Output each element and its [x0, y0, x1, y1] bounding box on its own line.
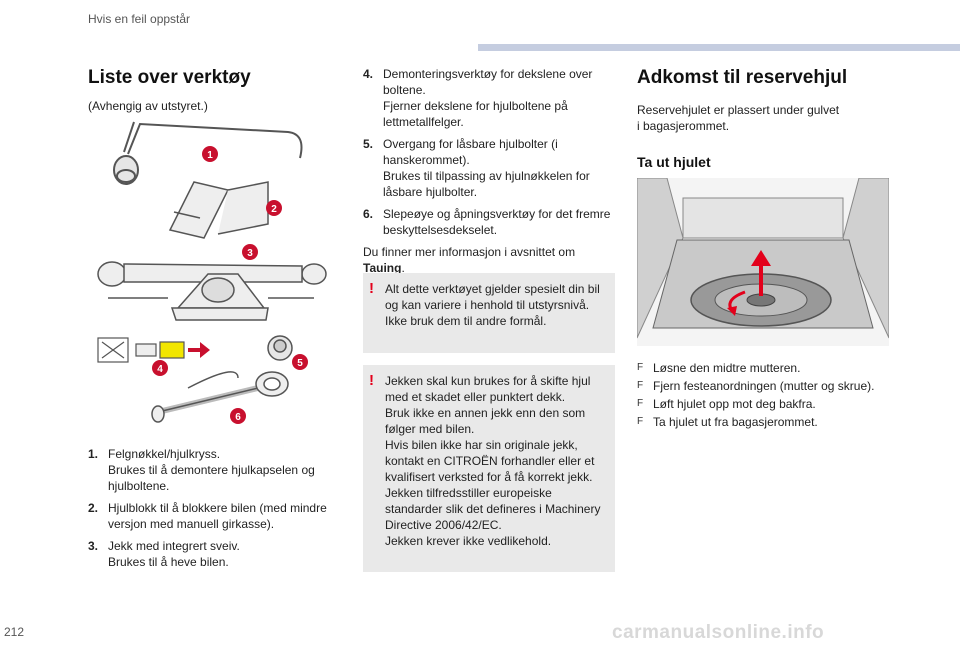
list-item: 4.Demonteringsverktøy for dekslene over … [363, 67, 593, 129]
callout-5: 5 [292, 354, 308, 370]
warning-icon: ! [369, 372, 374, 389]
right-column: Adkomst til reservehjul Reservehjulet er… [637, 66, 887, 170]
list-item: 3.Jekk med integrert sveiv. Brukes til å… [88, 539, 240, 569]
tools-title: Liste over verktøy [88, 67, 251, 88]
svg-text:3: 3 [247, 248, 253, 259]
warning-text: Jekken skal kun brukes for å skifte hjul… [385, 374, 601, 548]
header-bar [478, 44, 960, 51]
warning-box-jack: ! Jekken skal kun brukes for å skifte hj… [363, 365, 615, 572]
trunk-illustration [637, 178, 889, 346]
wheel-wrench-image [113, 121, 303, 185]
svg-text:4: 4 [157, 364, 163, 375]
warning-icon: ! [369, 280, 374, 297]
svg-text:5: 5 [297, 358, 303, 369]
info-paragraph: Du finner mer informasjon i avsnittet om… [363, 245, 576, 275]
callout-1: 1 [202, 146, 218, 162]
list-item: 1.Felgnøkkel/hjulkryss. Brukes til å dem… [88, 447, 315, 493]
spare-wheel-intro: Reservehjulet er plassert under gulvet i… [637, 103, 840, 133]
footer-watermark: carmanualsonline.info [612, 622, 825, 643]
cap-remover-image [97, 337, 210, 363]
callout-3: 3 [242, 244, 258, 260]
page-number: 212 [4, 625, 25, 639]
svg-text:2: 2 [271, 204, 277, 215]
callout-6: 6 [230, 408, 246, 424]
lock-adapter-image [267, 335, 293, 361]
svg-text:1: 1 [207, 150, 213, 161]
wheel-chock-image [168, 181, 269, 239]
callout-2: 2 [266, 200, 282, 216]
left-column: Liste over verktøy (Avhengig av utstyret… [88, 66, 338, 114]
remove-wheel-title: Ta ut hjulet [637, 154, 711, 170]
towing-link[interactable]: Tauing [363, 261, 402, 275]
list-item: 2.Hjulblokk til å blokkere bilen (med mi… [88, 501, 327, 531]
list-item: 5.Overgang for låsbare hjulbolter (i han… [363, 137, 590, 199]
tools-illustration: 1 2 3 4 5 6 [97, 121, 327, 424]
tools-subtitle: (Avhengig av utstyret.) [88, 99, 208, 113]
section-header: Hvis en feil oppstår [88, 12, 191, 26]
callout-4: 4 [152, 360, 168, 376]
warning-box-tools: ! Alt dette verktøyet gjelder spesielt d… [363, 273, 615, 353]
tool-list-left: 1.Felgnøkkel/hjulkryss. Brukes til å dem… [88, 446, 338, 576]
warning-text: Alt dette verktøyet gjelder spesielt din… [385, 282, 600, 328]
svg-text:6: 6 [235, 412, 241, 423]
towing-eye-image [151, 371, 289, 423]
list-item: 6.Slepeøye og åpningsverktøy for det fre… [363, 207, 611, 237]
jack-image [97, 261, 327, 321]
spare-wheel-title: Adkomst til reservehjul [637, 67, 848, 88]
middle-column: 4.Demonteringsverktøy for dekslene over … [363, 66, 615, 276]
